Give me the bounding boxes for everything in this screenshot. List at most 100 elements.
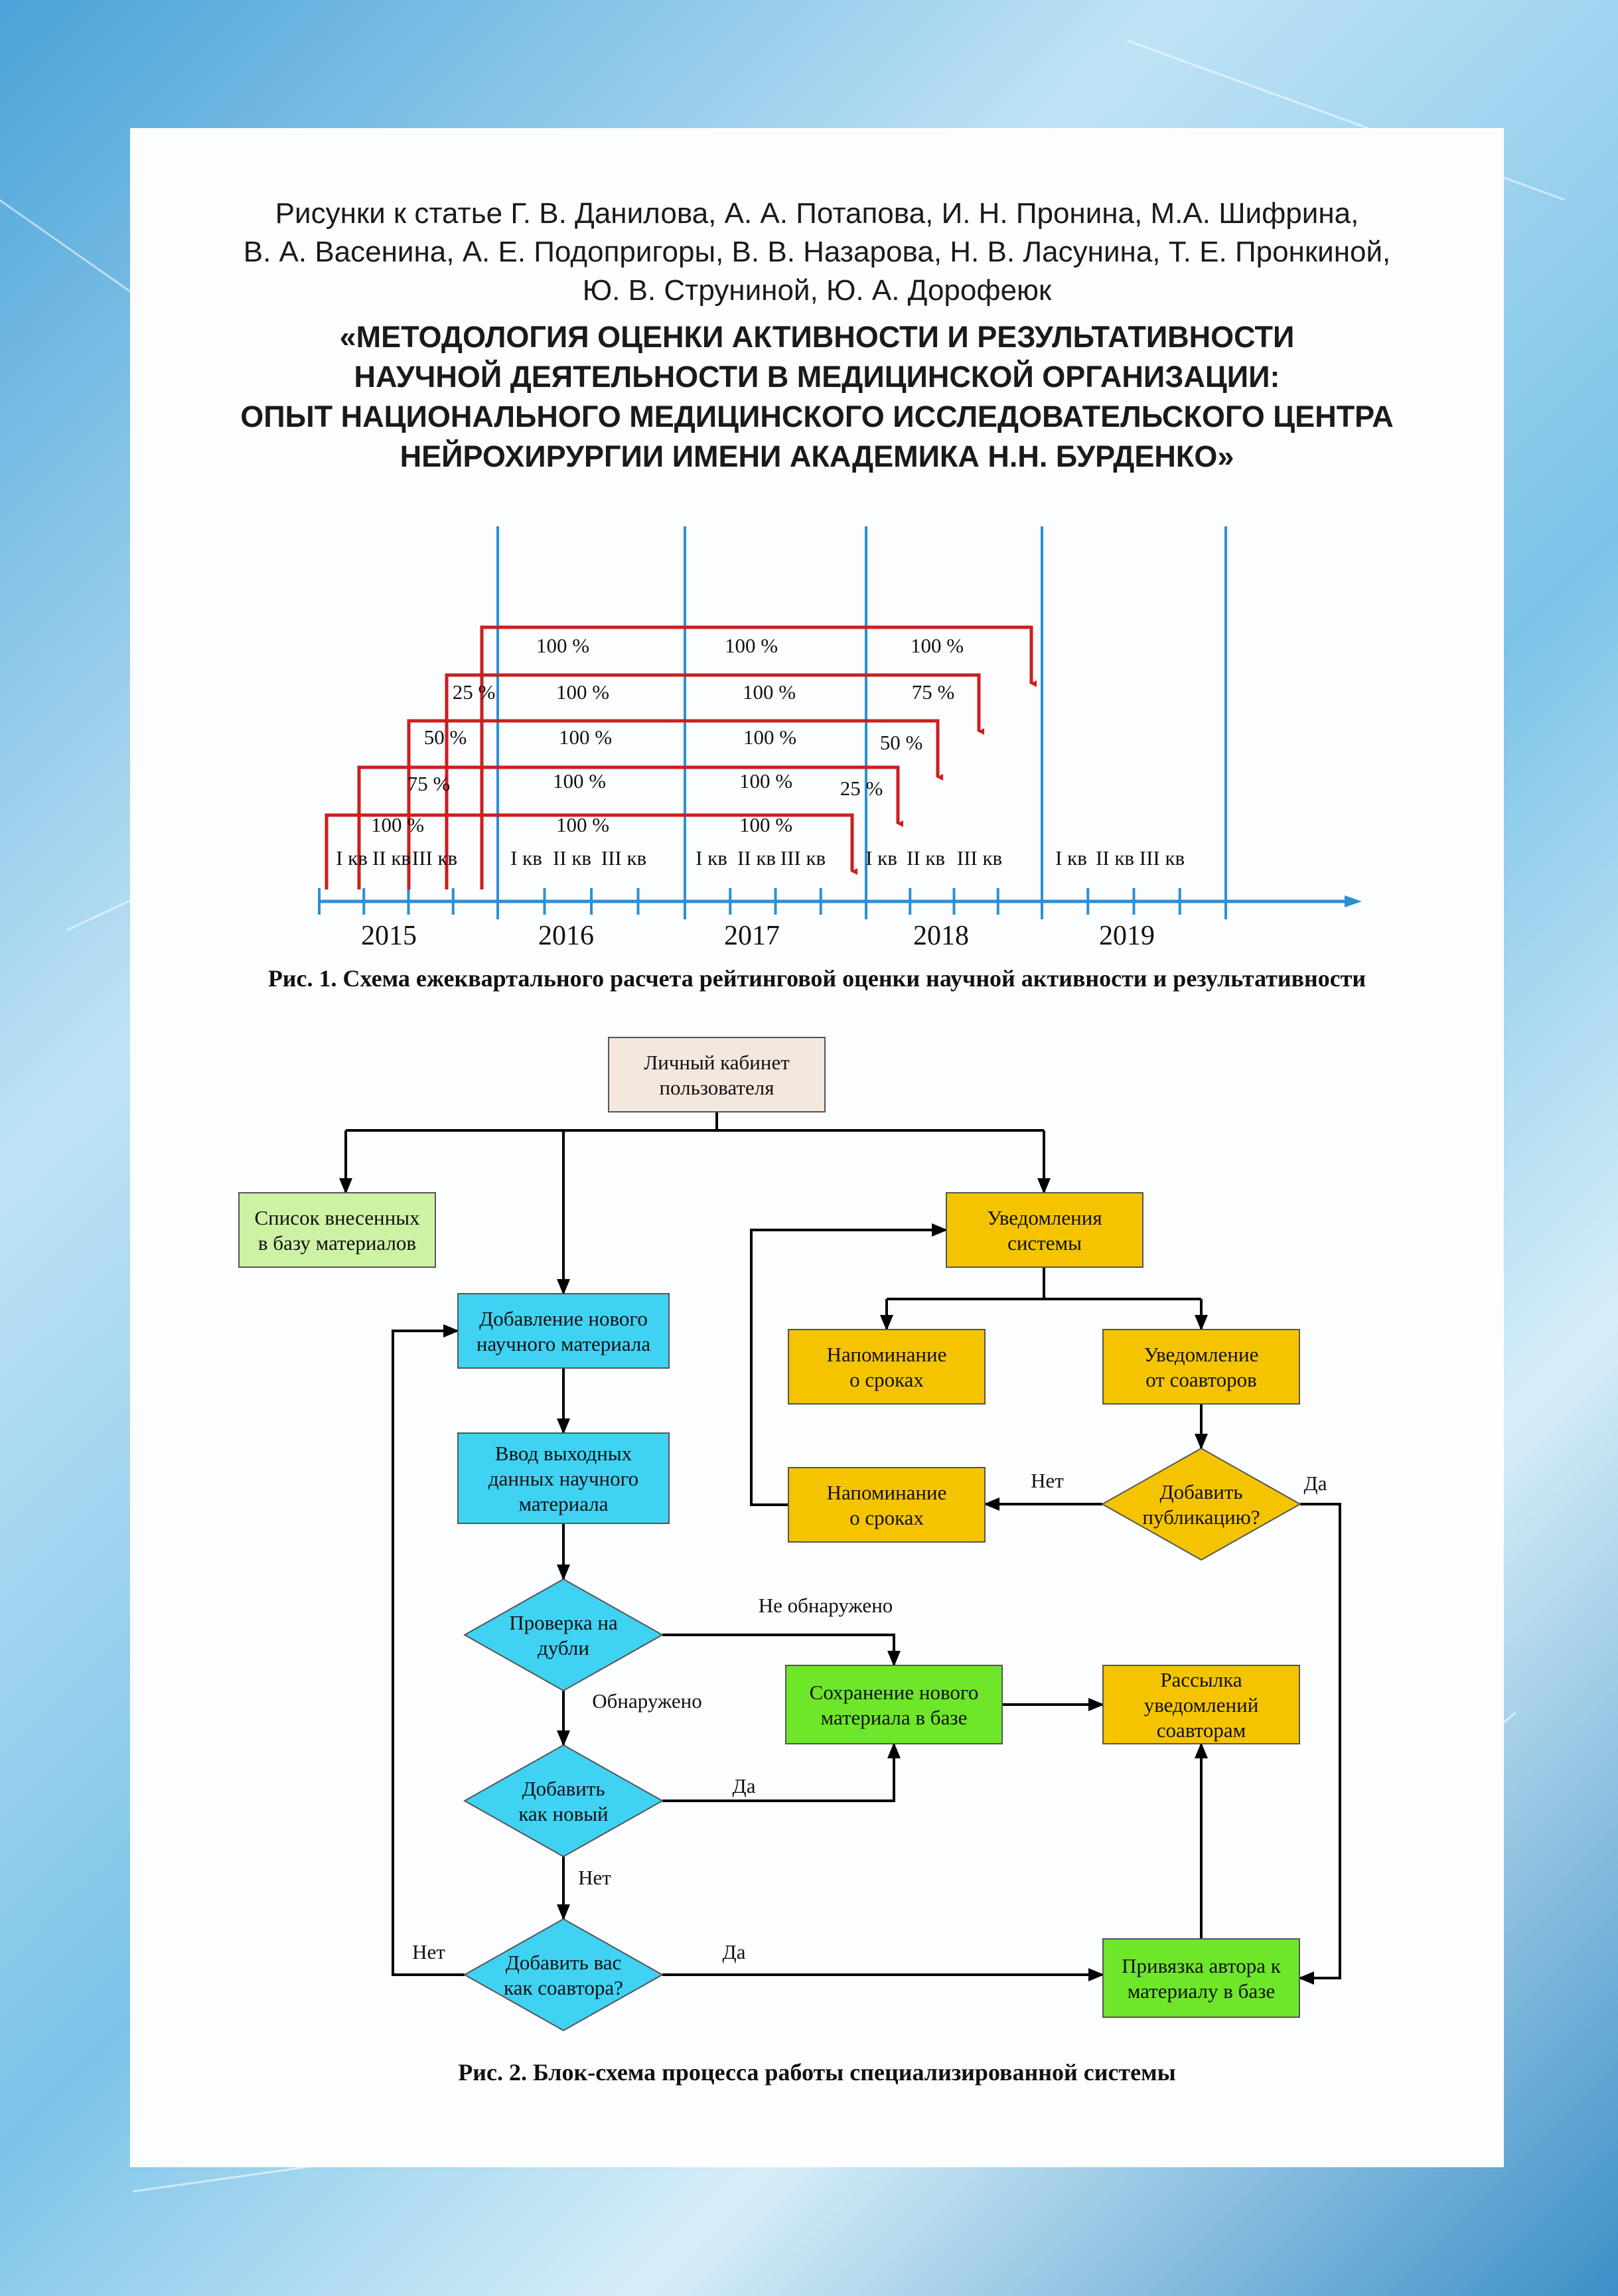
percent-label: 75 %	[912, 680, 955, 704]
node-cabinet	[608, 1037, 826, 1112]
edge-label-found: Обнаружено	[592, 1689, 702, 1713]
edge-check-not-found	[662, 1634, 901, 1667]
quarter-label: I кв	[865, 846, 897, 870]
node-addnew	[463, 1744, 664, 1858]
timeline-axis	[318, 888, 1362, 915]
node-remind2	[788, 1467, 986, 1543]
node-add-label: научного материала	[477, 1332, 650, 1355]
percent-label: 100 %	[556, 680, 609, 704]
node-check-label: Проверка на	[509, 1611, 618, 1634]
quarter-label: I кв	[336, 846, 368, 870]
authors-line-2: В. А. Васенина, А. Е. Подопригоры, В. В.…	[243, 236, 1391, 268]
node-remind1	[788, 1329, 986, 1405]
node-remind2-label: о сроках	[849, 1506, 924, 1529]
node-notif-label: системы	[1007, 1231, 1082, 1255]
node-mail-label: уведомлений	[1144, 1693, 1259, 1717]
node-check-label: дубли	[538, 1636, 589, 1659]
node-remind1-label: Напоминание	[827, 1343, 947, 1366]
percent-label: 100 %	[743, 680, 796, 704]
node-mail-label: соавторам	[1157, 1719, 1246, 1742]
edge-label-no_addpub: Нет	[1031, 1469, 1064, 1492]
title-line-4: НЕЙРОХИРУРГИИ ИМЕНИ АКАДЕМИКА Н.Н. БУРДЕ…	[400, 439, 1234, 473]
node-input-label: Ввод выходных	[495, 1442, 632, 1465]
node-save	[785, 1665, 1003, 1744]
quarter-label: II кв	[553, 846, 591, 870]
node-input-label: данных научного	[488, 1467, 638, 1490]
year-divider-lines	[496, 526, 1227, 919]
node-coauthor-label: Добавить вас	[506, 1951, 622, 1974]
node-addpub	[1100, 1447, 1302, 1561]
node-cabinet-label: Личный кабинет	[644, 1051, 790, 1074]
percent-label: 100 %	[725, 634, 778, 657]
quarter-label: III кв	[1140, 846, 1185, 870]
node-coauthnotif-label: Уведомление	[1144, 1343, 1259, 1366]
quarter-label: III кв	[412, 846, 457, 870]
rating-bracket-5	[325, 813, 857, 889]
percent-label: 100 %	[739, 769, 792, 793]
percent-label: 100 %	[536, 634, 589, 657]
quarter-label: III кв	[957, 846, 1002, 870]
rating-brackets	[325, 625, 1037, 889]
edge-coauthor-no	[392, 1324, 465, 1976]
title-line-3: ОПЫТ НАЦИОНАЛЬНОГО МЕДИЦИНСКОГО ИССЛЕДОВ…	[240, 400, 1394, 433]
quarter-label: III кв	[601, 846, 646, 870]
quarter-label: II кв	[737, 846, 776, 870]
percent-label: 50 %	[424, 726, 467, 749]
percent-label: 100 %	[556, 813, 609, 836]
node-mail-label: Рассылка	[1160, 1668, 1242, 1691]
edge-label-yes_addpub: Да	[1304, 1472, 1327, 1495]
figure-1-timeline: 100 % 100 % 100 % 25 % 100 % 100 % 75 % 50 % 100…	[318, 526, 1362, 951]
percent-label: 100 %	[559, 726, 612, 749]
percent-label: 50 %	[880, 731, 923, 754]
node-cabinet-label: пользователя	[659, 1076, 774, 1099]
rating-bracket-2	[445, 673, 984, 889]
node-save-label: материала в базе	[821, 1706, 968, 1729]
rating-bracket-1	[480, 625, 1037, 889]
node-coauthnotif	[1102, 1329, 1300, 1405]
edge-addnew-yes	[662, 1742, 901, 1802]
node-notif-label: Уведомления	[987, 1206, 1102, 1229]
rating-bracket-3	[407, 719, 943, 889]
quarter-label: I кв	[1055, 846, 1087, 870]
node-addnew-label: как новый	[518, 1802, 608, 1825]
node-addpub-label: публикацию?	[1142, 1505, 1260, 1529]
node-link	[1102, 1938, 1300, 2018]
node-input	[457, 1432, 670, 1524]
node-remind2-label: Напоминание	[827, 1481, 947, 1504]
node-list	[238, 1192, 436, 1268]
axis-arrow-icon	[1345, 895, 1362, 907]
quarter-label: III кв	[780, 846, 826, 870]
quarter-label: II кв	[907, 846, 945, 870]
node-list-label: Список внесенных	[254, 1206, 420, 1229]
year-label: 2018	[913, 921, 969, 951]
edge-label-yes_addnew: Да	[733, 1774, 756, 1798]
year-label: 2015	[361, 921, 417, 951]
edge-remind2-loop	[750, 1223, 948, 1506]
article-panel: Рисунки к статье Г. В. Данилова, А. А. П…	[130, 128, 1504, 2167]
percent-label: 100 %	[553, 769, 606, 793]
quarter-label: I кв	[696, 846, 727, 870]
year-label: 2017	[724, 921, 780, 951]
node-addpub-label: Добавить	[1159, 1480, 1242, 1503]
node-list-label: в базу материалов	[258, 1231, 416, 1255]
percent-label: 100 %	[743, 726, 796, 749]
node-link-label: материалу в базе	[1128, 1979, 1275, 2003]
edge-label-no_addnew: Нет	[578, 1866, 611, 1889]
authors-line-3: Ю. В. Струниной, Ю. А. Дорофеюк	[582, 274, 1052, 307]
node-notif	[946, 1192, 1143, 1268]
percent-label: 25 %	[840, 777, 883, 800]
authors-line-1: Рисунки к статье Г. В. Данилова, А. А. П…	[275, 197, 1359, 230]
quarter-label: I кв	[510, 846, 542, 870]
edge-label-not_found: Не обнаружено	[759, 1594, 893, 1617]
node-add-label: Добавление нового	[479, 1307, 648, 1330]
percent-label: 100 %	[911, 634, 964, 657]
node-coauthor-label: как соавтора?	[504, 1976, 623, 1999]
node-addnew-label: Добавить	[522, 1777, 605, 1800]
node-check	[463, 1578, 664, 1692]
percent-label: 100 %	[739, 813, 792, 836]
title-line-2: НАУЧНОЙ ДЕЯТЕЛЬНОСТИ В МЕДИЦИНСКОЙ ОРГАН…	[354, 360, 1280, 394]
